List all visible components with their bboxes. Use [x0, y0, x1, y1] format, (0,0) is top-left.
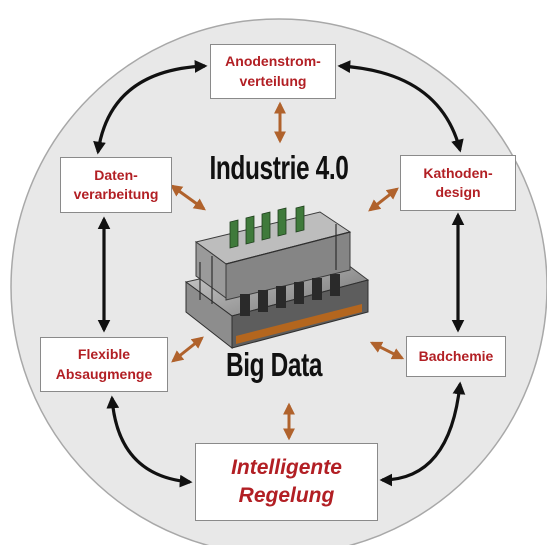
title-industrie: Industrie 4.0: [209, 149, 349, 186]
arrow-bad-regelung: [379, 381, 466, 487]
machine-frame-lines: [199, 224, 351, 304]
machine-copper-channel: [236, 304, 362, 344]
arrow-daten-anode: [93, 60, 208, 155]
node-intelligente-regelung: Intelligente Regelung: [195, 443, 378, 521]
node-kathodendesign: Kathoden- design: [400, 155, 516, 211]
node-datenverarbeitung: Daten- verarbeitung: [60, 157, 172, 213]
spoke-flexible: [171, 336, 204, 363]
node-flexible-absaugmenge: Flexible Absaugmenge: [40, 337, 168, 392]
machine-cells: [240, 274, 340, 316]
title-bigdata: Big Data: [225, 346, 323, 383]
node-badchemie: Badchemie: [406, 336, 506, 377]
arrow-anode-kathode: [337, 60, 464, 153]
machine-illustration: [184, 205, 370, 350]
machine-green-plates: [229, 205, 305, 249]
arrow-regelung-flexible: [106, 395, 193, 488]
node-anodenstromverteilung: Anodenstrom- verteilung: [210, 44, 336, 99]
spoke-daten: [170, 184, 206, 211]
spoke-bad: [369, 341, 405, 360]
spoke-kathode: [368, 187, 399, 212]
